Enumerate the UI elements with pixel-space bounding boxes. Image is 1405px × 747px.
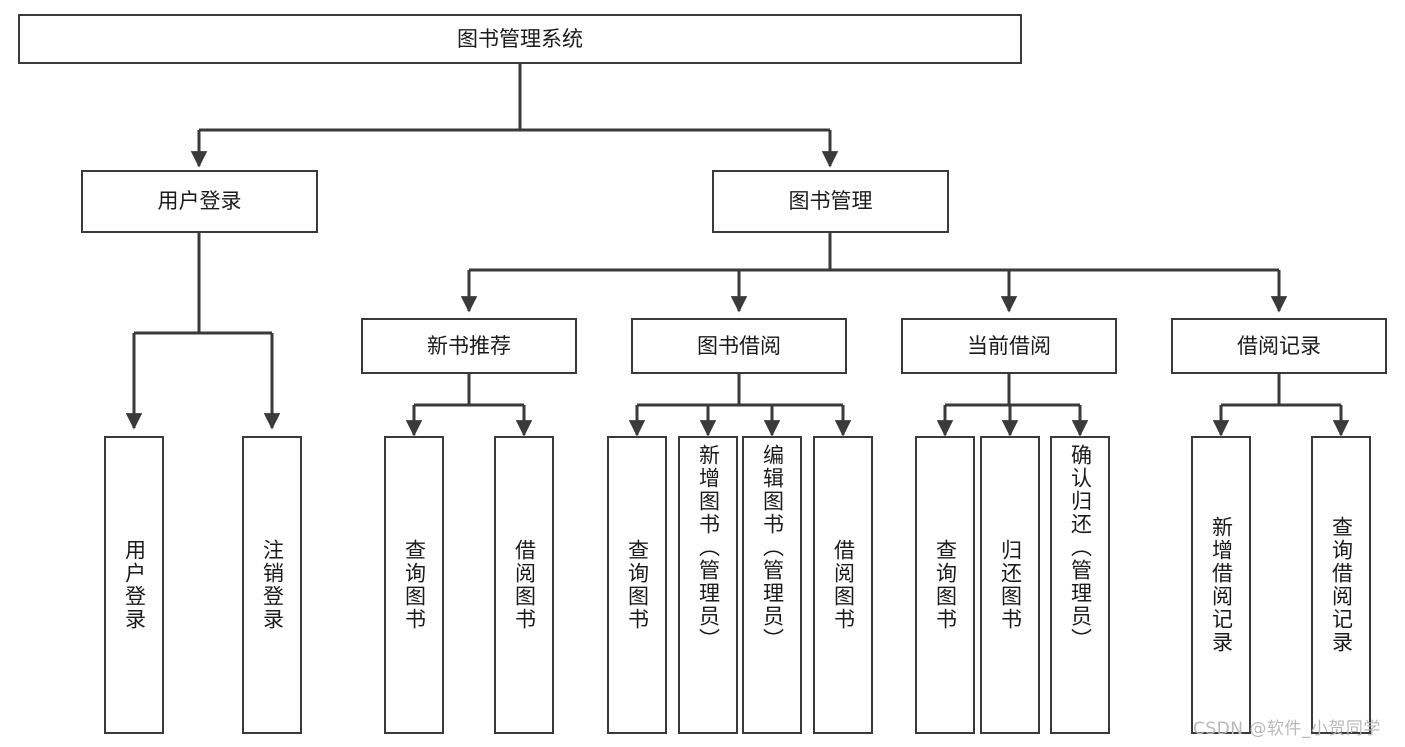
node-root-system[interactable]: 图书管理系统 (18, 14, 1022, 64)
node-leaf-query-book-1[interactable]: 查询图书 (384, 436, 444, 734)
node-label: 新增图书（管理员） (696, 444, 721, 651)
node-leaf-logout[interactable]: 注销登录 (242, 436, 302, 734)
node-label: 归还图书 (998, 539, 1023, 631)
node-leaf-borrow-book-2[interactable]: 借阅图书 (813, 436, 873, 734)
node-book-manage[interactable]: 图书管理 (712, 170, 949, 233)
csdn-watermark: CSDN @软件_小贺同学 (1193, 719, 1381, 739)
node-leaf-confirm-return[interactable]: 确认归还（管理员） (1050, 436, 1110, 734)
node-label: 编辑图书（管理员） (760, 444, 785, 651)
node-label: 查询图书 (402, 539, 427, 631)
node-current-borrow[interactable]: 当前借阅 (901, 318, 1117, 374)
node-label: 借阅图书 (831, 539, 856, 631)
node-leaf-edit-book[interactable]: 编辑图书（管理员） (742, 436, 802, 734)
node-label: 查询借阅记录 (1329, 516, 1354, 654)
node-label: 借阅图书 (512, 539, 537, 631)
node-leaf-query-book-2[interactable]: 查询图书 (607, 436, 667, 734)
node-label: 新书推荐 (427, 333, 511, 358)
node-label: 用户登录 (157, 189, 242, 214)
node-label: 查询图书 (625, 539, 650, 631)
node-borrow-record[interactable]: 借阅记录 (1171, 318, 1387, 374)
node-leaf-borrow-book-1[interactable]: 借阅图书 (494, 436, 554, 734)
node-leaf-add-book[interactable]: 新增图书（管理员） (678, 436, 738, 734)
node-label: 确认归还（管理员） (1068, 444, 1093, 651)
node-leaf-add-record[interactable]: 新增借阅记录 (1191, 436, 1251, 734)
node-label: 用户登录 (122, 539, 147, 631)
node-user-login[interactable]: 用户登录 (81, 170, 318, 233)
node-book-borrow[interactable]: 图书借阅 (631, 318, 847, 374)
node-label: 图书管理 (788, 189, 873, 214)
node-leaf-query-record[interactable]: 查询借阅记录 (1311, 436, 1371, 734)
node-leaf-query-book-3[interactable]: 查询图书 (915, 436, 975, 734)
node-leaf-user-login[interactable]: 用户登录 (104, 436, 164, 734)
node-label: 当前借阅 (967, 333, 1051, 358)
node-label: 图书管理系统 (457, 26, 583, 51)
node-label: 新增借阅记录 (1209, 516, 1234, 654)
node-leaf-return-book[interactable]: 归还图书 (980, 436, 1040, 734)
node-label: 查询图书 (933, 539, 958, 631)
node-label: 借阅记录 (1237, 333, 1321, 358)
node-new-book-rec[interactable]: 新书推荐 (361, 318, 577, 374)
node-label: 图书借阅 (697, 333, 781, 358)
node-label: 注销登录 (260, 539, 285, 631)
